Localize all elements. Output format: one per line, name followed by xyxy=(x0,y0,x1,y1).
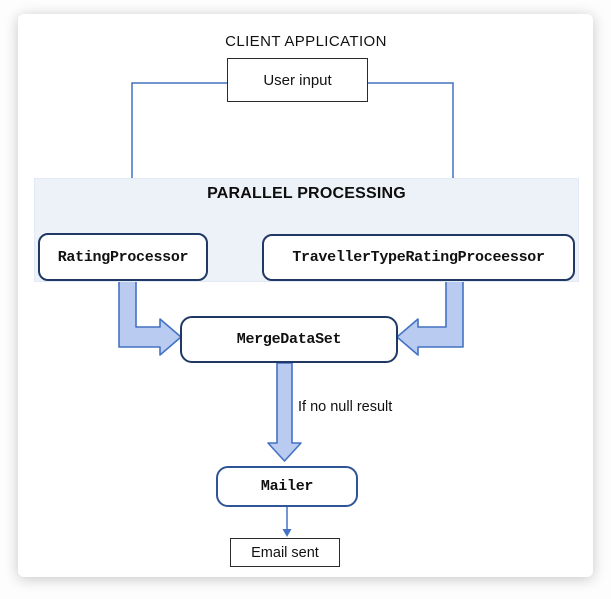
parallel-processing-title: PARALLEL PROCESSING xyxy=(207,185,406,202)
node-merge-dataset: MergeDataSet xyxy=(180,316,398,363)
node-user-input-label: User input xyxy=(263,71,332,89)
node-email-sent-label: Email sent xyxy=(251,544,319,561)
node-rating-processor: RatingProcessor xyxy=(38,233,208,281)
node-traveller-type-rating-processor: TravellerTypeRatingProceessor xyxy=(262,234,575,281)
condition-label: If no null result xyxy=(298,399,393,415)
page-title: CLIENT APPLICATION xyxy=(225,33,387,50)
node-merge-dataset-label: MergeDataSet xyxy=(236,331,342,348)
node-rating-processor-label: RatingProcessor xyxy=(57,248,189,266)
node-user-input: User input xyxy=(227,58,368,102)
node-email-sent: Email sent xyxy=(230,538,340,567)
node-mailer-label: Mailer xyxy=(260,478,314,495)
node-mailer: Mailer xyxy=(216,466,358,507)
node-traveller-type-rating-processor-label: TravellerTypeRatingProceessor xyxy=(292,249,545,266)
